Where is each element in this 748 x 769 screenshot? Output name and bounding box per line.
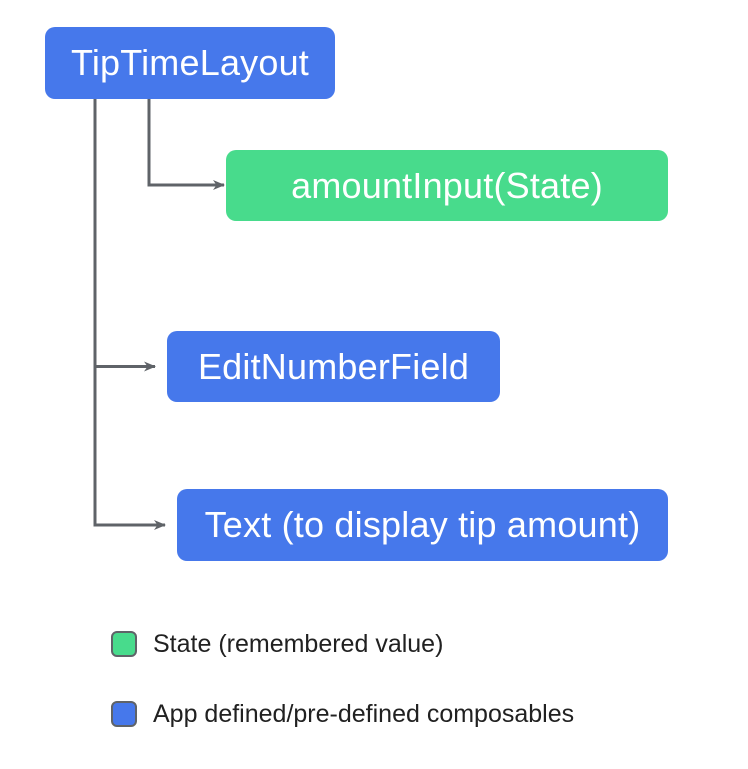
legend-label-composables: App defined/pre-defined composables [153,700,575,728]
node-text-display-tip-amount: Text (to display tip amount) [177,489,668,561]
legend-label-state: State (remembered value) [153,630,444,658]
node-editnumberfield: EditNumberField [167,331,500,402]
connector-root-to-amountinput [147,99,225,190]
legend-swatch-composable-blue [111,701,137,727]
legend-swatch-state-green [111,631,137,657]
legend-row-state: State (remembered value) [111,631,443,657]
node-tiptimelayout: TipTimeLayout [45,27,335,99]
connector-root-to-text [93,99,166,530]
node-amountinput-state: amountInput(State) [226,150,668,221]
legend-row-composables: App defined/pre-defined composables [111,701,574,727]
